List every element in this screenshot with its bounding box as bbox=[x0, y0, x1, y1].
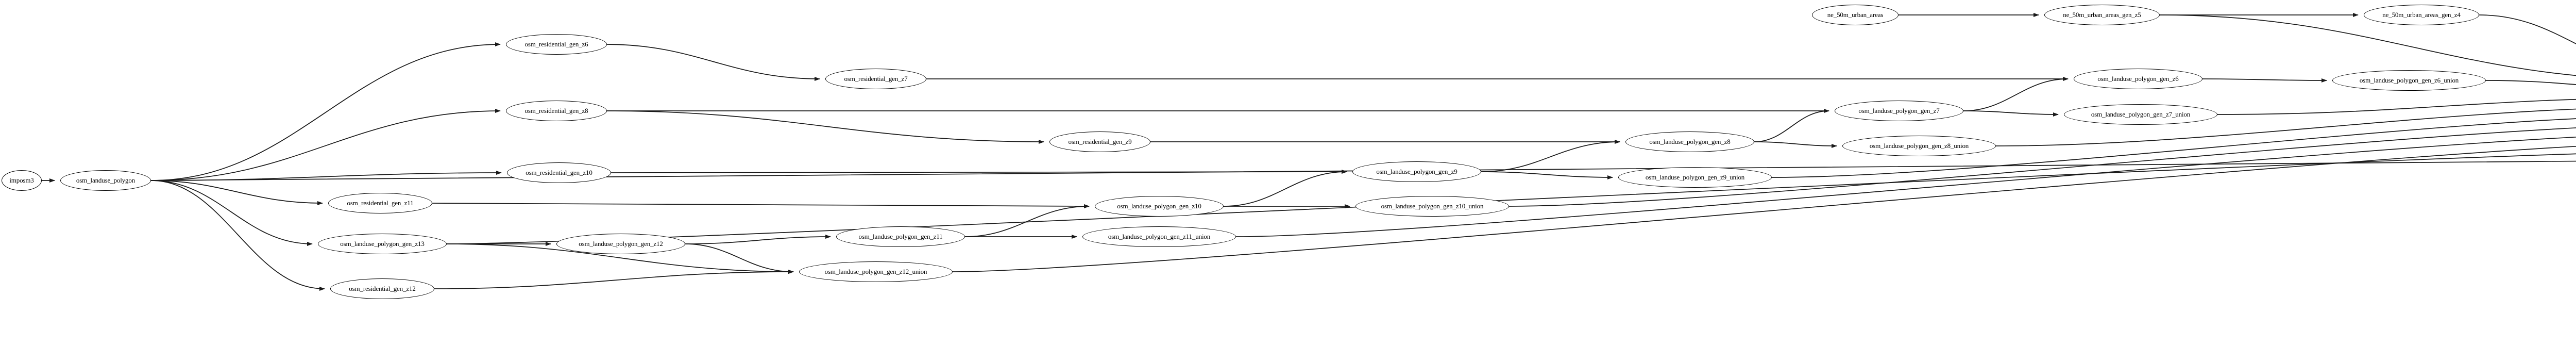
graph-edge bbox=[2159, 14, 2576, 76]
graph-node-ne_50m_urban_areas[interactable]: ne_50m_urban_areas bbox=[1812, 5, 1899, 25]
graph-edge bbox=[432, 203, 1090, 208]
graph-edge bbox=[1995, 108, 2576, 146]
graph-edge bbox=[1963, 77, 2069, 111]
graph-edge bbox=[964, 204, 1090, 237]
node-label: osm_residential_gen_z10 bbox=[526, 169, 592, 176]
node-label: osm_landuse_polygon_gen_z11_union bbox=[1108, 233, 1211, 240]
node-label: osm_landuse_polygon_gen_z6_union bbox=[2359, 76, 2459, 84]
graph-edge bbox=[1771, 118, 2576, 178]
node-label: osm_landuse_polygon_gen_z10 bbox=[1117, 202, 1201, 210]
graph-edge bbox=[606, 44, 820, 81]
node-label: ne_50m_urban_areas bbox=[1827, 11, 1884, 19]
graph-node-ne_50m_urban_areas_gen_z5[interactable]: ne_50m_urban_areas_gen_z5 bbox=[2044, 5, 2160, 25]
graph-node-osm_landuse_polygon_gen_z11_union[interactable]: osm_landuse_polygon_gen_z11_union bbox=[1082, 226, 1236, 247]
graph-edge bbox=[446, 153, 2576, 244]
graph-node-osm_landuse_polygon_gen_z13[interactable]: osm_landuse_polygon_gen_z13 bbox=[318, 234, 447, 254]
graph-node-imposm3[interactable]: imposm3 bbox=[2, 170, 42, 191]
graph-edge bbox=[150, 180, 313, 246]
node-label: osm_landuse_polygon_gen_z7 bbox=[1858, 107, 1940, 114]
node-label: osm_landuse_polygon_gen_z10_union bbox=[1381, 202, 1484, 210]
graph-edge bbox=[685, 235, 831, 244]
graph-node-osm_landuse_polygon[interactable]: osm_landuse_polygon bbox=[60, 170, 151, 191]
graph-node-osm_landuse_polygon_gen_z10[interactable]: osm_landuse_polygon_gen_z10 bbox=[1095, 196, 1224, 217]
graph-edge bbox=[446, 243, 794, 274]
graph-edge bbox=[611, 170, 1347, 174]
graph-edge bbox=[1963, 110, 2059, 117]
node-label: osm_landuse_polygon_gen_z11 bbox=[858, 233, 943, 240]
graph-node-osm_residential_gen_z9[interactable]: osm_residential_gen_z9 bbox=[1049, 131, 1150, 152]
graph-node-osm_landuse_polygon_gen_z12[interactable]: osm_landuse_polygon_gen_z12 bbox=[556, 234, 685, 254]
node-label: osm_residential_gen_z12 bbox=[349, 285, 416, 292]
graph-node-osm_landuse_polygon_gen_z12_union[interactable]: osm_landuse_polygon_gen_z12_union bbox=[799, 261, 953, 282]
graph-edge bbox=[952, 145, 2576, 272]
graph-edge bbox=[2202, 78, 2327, 83]
graph-node-osm_landuse_polygon_gen_z11[interactable]: osm_landuse_polygon_gen_z11 bbox=[836, 226, 965, 247]
graph-node-osm_landuse_polygon_gen_z6[interactable]: osm_landuse_polygon_gen_z6 bbox=[2074, 69, 2202, 89]
graph-edge bbox=[685, 243, 794, 274]
graph-edge bbox=[150, 180, 325, 291]
graph-edge bbox=[1223, 170, 1347, 207]
graph-edge bbox=[2485, 80, 2576, 85]
graph-node-ne_50m_urban_areas_gen_z4[interactable]: ne_50m_urban_areas_gen_z4 bbox=[2364, 5, 2479, 25]
node-label: osm_residential_gen_z8 bbox=[524, 107, 588, 114]
node-label: osm_residential_gen_z11 bbox=[347, 199, 414, 207]
graph-node-osm_residential_gen_z6[interactable]: osm_residential_gen_z6 bbox=[506, 34, 607, 55]
graph-node-osm_landuse_polygon_gen_z9_union[interactable]: osm_landuse_polygon_gen_z9_union bbox=[1618, 167, 1772, 188]
graph-edge bbox=[150, 109, 501, 181]
graph-node-osm_landuse_polygon_gen_z8_union[interactable]: osm_landuse_polygon_gen_z8_union bbox=[1842, 136, 1996, 156]
graph-node-osm_residential_gen_z10[interactable]: osm_residential_gen_z10 bbox=[507, 162, 611, 183]
node-label: osm_landuse_polygon bbox=[76, 176, 135, 184]
node-label: imposm3 bbox=[9, 176, 34, 184]
graph-edge bbox=[1481, 140, 1620, 172]
graph-edge bbox=[1235, 136, 2576, 237]
node-label: osm_landuse_polygon_gen_z13 bbox=[340, 240, 425, 248]
graph-node-osm_residential_gen_z12[interactable]: osm_residential_gen_z12 bbox=[330, 278, 434, 299]
node-label: osm_landuse_polygon_gen_z9 bbox=[1376, 168, 1458, 175]
graph-node-osm_landuse_polygon_gen_z6_union[interactable]: osm_landuse_polygon_gen_z6_union bbox=[2332, 70, 2486, 91]
graph-node-osm_residential_gen_z8[interactable]: osm_residential_gen_z8 bbox=[506, 101, 607, 121]
graph-edge bbox=[150, 42, 501, 181]
graph-node-osm_landuse_polygon_gen_z7_union[interactable]: osm_landuse_polygon_gen_z7_union bbox=[2064, 104, 2217, 125]
node-label: osm_landuse_polygon_gen_z12_union bbox=[824, 268, 927, 275]
graph-node-osm_landuse_polygon_gen_z9[interactable]: osm_landuse_polygon_gen_z9 bbox=[1352, 161, 1481, 182]
node-label: osm_landuse_polygon_gen_z9_union bbox=[1645, 173, 1745, 181]
node-label: osm_residential_gen_z7 bbox=[844, 75, 908, 83]
graph-edge bbox=[434, 270, 794, 289]
graph-edge bbox=[1754, 109, 1829, 142]
graph-node-osm_residential_gen_z11[interactable]: osm_residential_gen_z11 bbox=[328, 193, 432, 213]
node-label: osm_residential_gen_z9 bbox=[1068, 138, 1132, 145]
graph-node-osm_landuse_polygon_gen_z8[interactable]: osm_landuse_polygon_gen_z8 bbox=[1625, 131, 1754, 152]
graph-node-osm_residential_gen_z7[interactable]: osm_residential_gen_z7 bbox=[825, 69, 926, 89]
graph-edge bbox=[1509, 127, 2576, 207]
graph-edge bbox=[606, 110, 1044, 144]
node-label: osm_landuse_polygon_gen_z12 bbox=[579, 240, 663, 248]
node-label: osm_landuse_polygon_gen_z6 bbox=[2097, 75, 2179, 83]
node-label: ne_50m_urban_areas_gen_z5 bbox=[2063, 11, 2141, 19]
node-label: osm_landuse_polygon_gen_z8_union bbox=[1869, 142, 1969, 150]
node-label: osm_landuse_polygon_gen_z8 bbox=[1649, 138, 1731, 145]
node-label: osm_landuse_polygon_gen_z7_union bbox=[2091, 110, 2191, 118]
graph-edge bbox=[2217, 98, 2576, 115]
node-label: osm_residential_gen_z6 bbox=[524, 40, 588, 48]
graph-node-osm_landuse_polygon_gen_z7[interactable]: osm_landuse_polygon_gen_z7 bbox=[1835, 101, 1963, 121]
graph-edge bbox=[1481, 171, 1613, 179]
graph-edge bbox=[150, 180, 323, 205]
graph-edge bbox=[2479, 14, 2576, 44]
node-label: ne_50m_urban_areas_gen_z4 bbox=[2382, 11, 2461, 19]
graph-node-osm_landuse_polygon_gen_z10_union[interactable]: osm_landuse_polygon_gen_z10_union bbox=[1355, 196, 1509, 217]
graph-edge bbox=[1754, 141, 1837, 148]
